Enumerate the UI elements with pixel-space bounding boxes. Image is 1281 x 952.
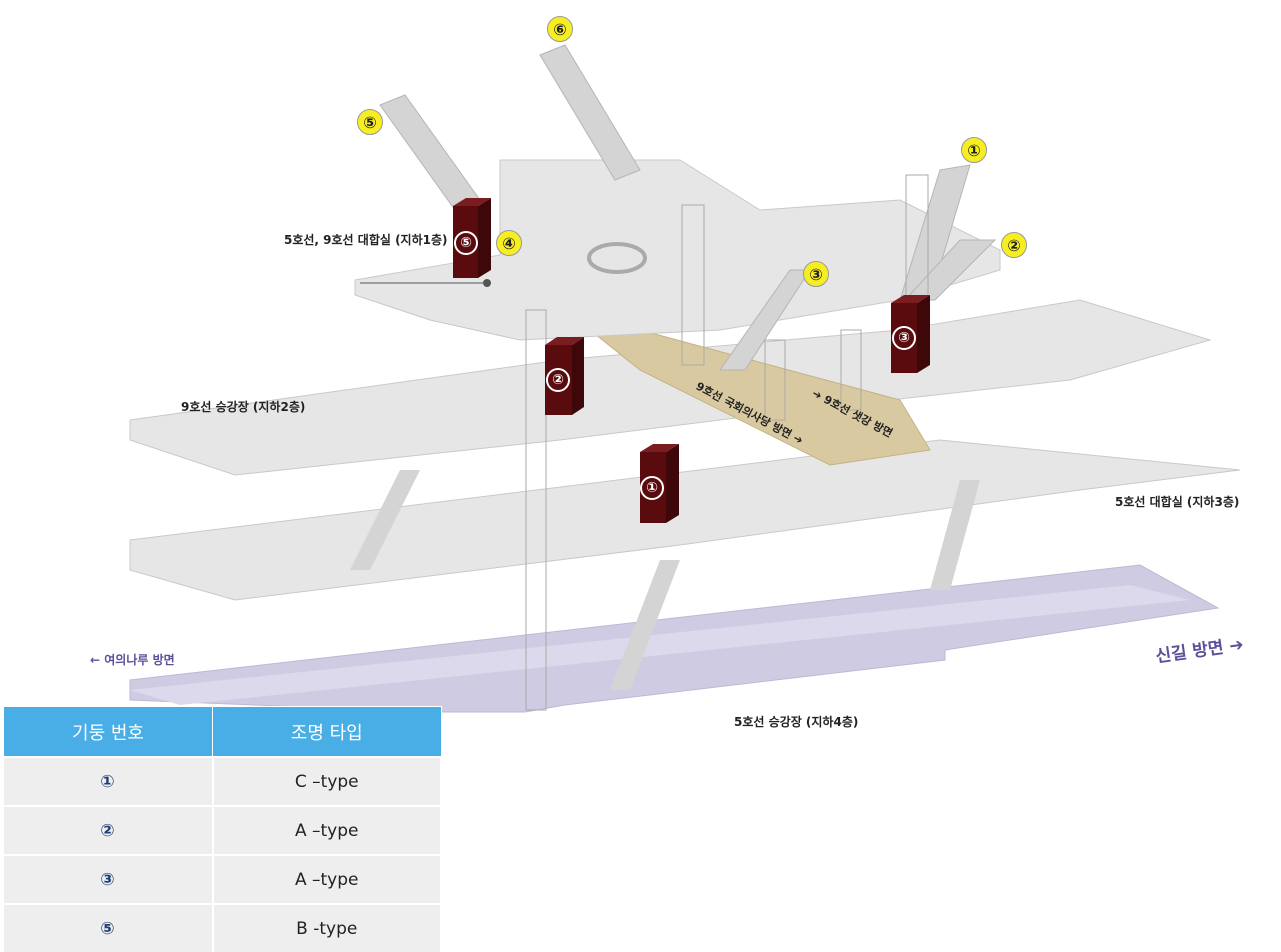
support-leg <box>350 470 420 570</box>
column-badge-2: ② <box>546 368 570 392</box>
exit-ramp-6 <box>539 44 641 181</box>
column-header-number: 기둥 번호 <box>3 706 213 758</box>
elevator-shaft-b <box>525 309 547 711</box>
column-header-type: 조명 타입 <box>212 706 442 758</box>
table-row: ② A –type <box>3 805 442 855</box>
floor-label-b1: 5호선, 9호선 대합실 (지하1층) <box>284 233 448 247</box>
floor-label-b4: 5호선 승강장 (지하4층) <box>734 715 859 729</box>
row-lighting-type: C –type <box>212 756 442 806</box>
table-row: ① C –type <box>3 756 442 806</box>
row-column-number: ② <box>3 805 214 855</box>
row-lighting-type: B -type <box>212 903 442 952</box>
elevator-shaft-e <box>840 329 862 411</box>
row-column-number: ⑤ <box>3 903 214 952</box>
exit-marker-5: ⑤ <box>357 109 383 135</box>
exit-marker-1: ① <box>961 137 987 163</box>
row-lighting-type: A –type <box>212 854 442 904</box>
table-row: ③ A –type <box>3 854 442 904</box>
exit-marker-2: ② <box>1001 232 1027 258</box>
elevator-shaft-a <box>681 204 705 366</box>
table-header-row: 기둥 번호 조명 타입 <box>3 706 442 758</box>
support-leg <box>610 560 680 690</box>
exit-ramp-5 <box>379 94 481 211</box>
table-row: ⑤ B -type <box>3 903 442 952</box>
atrium-ring <box>587 242 647 274</box>
exit-marker-6: ⑥ <box>547 16 573 42</box>
row-column-number: ③ <box>3 854 214 904</box>
column-badge-3: ③ <box>892 326 916 350</box>
b1-leader-dot <box>483 279 491 287</box>
column-badge-5: ⑤ <box>454 231 478 255</box>
row-lighting-type: A –type <box>212 805 442 855</box>
elevator-shaft-d <box>764 339 786 421</box>
floor-b4-track <box>130 585 1190 705</box>
floor-b2 <box>129 299 1212 476</box>
support-leg <box>930 480 980 590</box>
row-column-number: ① <box>3 756 214 806</box>
floor-b1 <box>354 159 1001 341</box>
floor-label-b2: 9호선 승강장 (지하2층) <box>181 400 306 414</box>
column-badge-1: ① <box>640 476 664 500</box>
floor-label-b3: 5호선 대합실 (지하3층) <box>1115 495 1240 509</box>
direction-yeouinaru: ← 여의나루 방면 <box>90 653 175 667</box>
lighting-type-table: 기둥 번호 조명 타입 ① C –type ② A –type ③ A –typ… <box>3 706 442 952</box>
exit-marker-3: ③ <box>803 261 829 287</box>
exit-marker-4: ④ <box>496 230 522 256</box>
